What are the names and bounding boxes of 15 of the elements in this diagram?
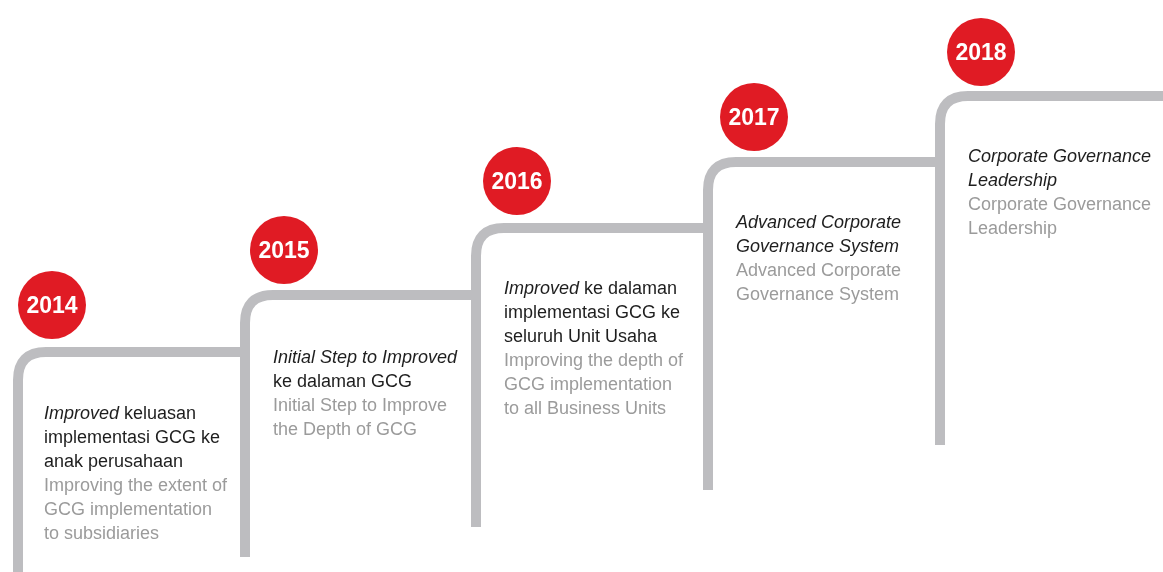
description-text: Improving the extent of GCG implementation to subsidiaries <box>44 474 229 545</box>
description-text: Initial Step to Improved ke dalaman GCG <box>273 346 458 393</box>
description-text: Advanced Corporate Governance System <box>736 211 903 258</box>
description-text: Improved ke dalaman implementasi GCG ke seluruh Unit Usaha <box>504 277 682 348</box>
year-badge: 2014 <box>18 271 86 339</box>
description-text: Advanced Corporate Governance System <box>736 259 903 306</box>
description-text: Improving the depth of GCG implementation to all Business Units <box>504 349 685 420</box>
description-text: Corporate Governance Leadership <box>968 145 1153 192</box>
year-badge: 2015 <box>250 216 318 284</box>
year-badge: 2016 <box>483 147 551 215</box>
year-badge: 2017 <box>720 83 788 151</box>
description-text: Improved keluasan implementasi GCG ke anak perusahaan <box>44 402 222 473</box>
year-badge: 2018 <box>947 18 1015 86</box>
description-text: Corporate Governance Leadership <box>968 193 1153 240</box>
description-text: Initial Step to Improve the Depth of GCG <box>273 394 449 441</box>
